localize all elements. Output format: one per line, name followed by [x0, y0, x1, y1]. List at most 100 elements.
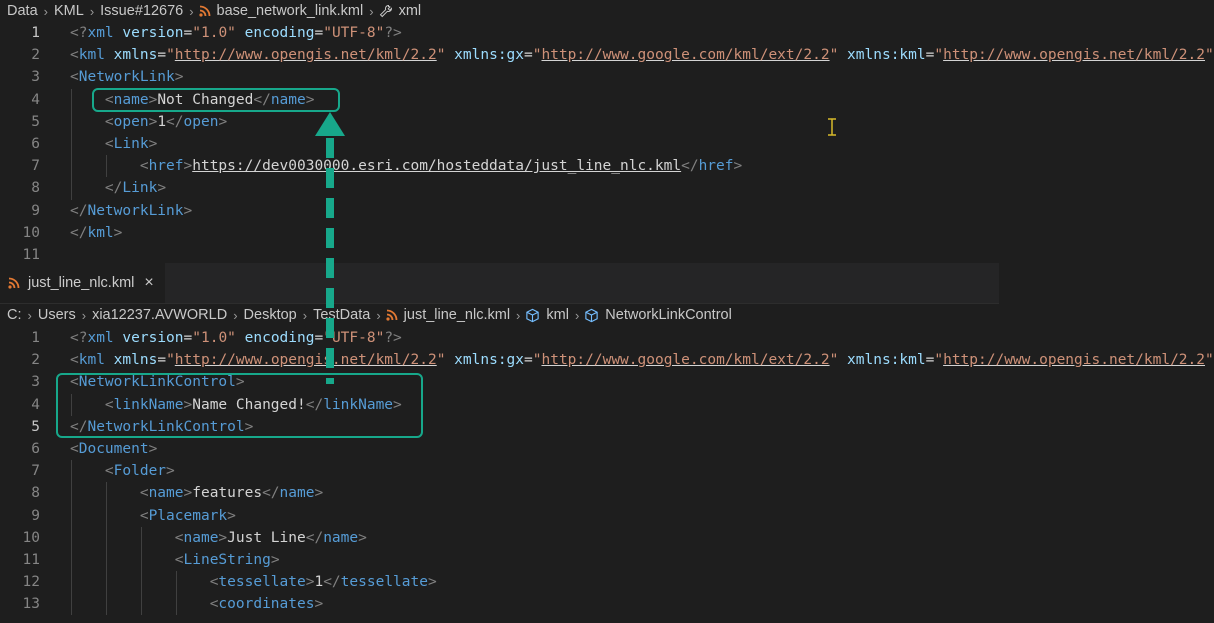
indent-guide [141, 526, 142, 549]
breadcrumb-item[interactable]: KML [53, 3, 84, 19]
top-editor[interactable]: 1<?xml version="1.0" encoding="UTF-8"?>2… [0, 22, 1214, 266]
code-token: xmlns:kml [847, 47, 926, 64]
line-number: 9 [31, 202, 40, 219]
code-token: Link [113, 135, 149, 152]
breadcrumb-item[interactable]: xia12237.AVWORLD [92, 307, 228, 323]
code-token [70, 596, 210, 612]
code-token: " [436, 47, 446, 64]
indent-guide [71, 132, 72, 156]
breadcrumb-item[interactable]: Data [7, 3, 38, 19]
code-line[interactable]: 10 <name>Just Line</name> [0, 526, 999, 549]
code-token: = [314, 330, 324, 346]
code-text: </Link> [70, 177, 166, 199]
code-line[interactable]: 11 [0, 244, 999, 266]
code-line[interactable]: 1<?xml version="1.0" encoding="UTF-8"?> [0, 327, 999, 349]
code-line[interactable]: 2<kml xmlns="http://www.opengis.net/kml/… [0, 44, 1213, 66]
code-token [105, 352, 114, 368]
indent-guide [176, 593, 177, 616]
code-token: xmlns:gx [454, 47, 525, 64]
tab-just-line-nlc[interactable]: just_line_nlc.kml × [0, 263, 165, 303]
rss-icon [386, 309, 398, 321]
code-line[interactable]: 10</kml> [0, 222, 999, 244]
indent-guide [71, 88, 72, 111]
code-token: ?> [384, 25, 402, 41]
code-token: > [148, 440, 158, 457]
indent-guide [176, 571, 177, 594]
code-token: = [183, 25, 193, 41]
code-line[interactable]: 7 <href>https://dev0030000.esri.com/host… [0, 155, 999, 178]
code-text: <name>Not Changed</name> [70, 89, 315, 111]
code-token: name [113, 91, 149, 108]
top-breadcrumb: Data›KML›Issue#12676›base_network_link.k… [0, 0, 999, 22]
code-line[interactable]: 6 <Link> [0, 132, 999, 156]
code-text: <?xml version="1.0" encoding="UTF-8"?> [70, 22, 402, 44]
code-token: < [174, 529, 184, 546]
code-line[interactable]: 5 <open>1</open> [0, 110, 999, 133]
code-token: </ [166, 113, 184, 130]
code-token: " [829, 352, 839, 369]
code-token: encoding [244, 330, 315, 346]
cube-icon [525, 308, 540, 323]
code-token: > [358, 529, 367, 546]
line-number: 4 [31, 91, 40, 108]
indent-guide [106, 504, 107, 527]
code-line[interactable]: 9 <Placemark> [0, 504, 999, 527]
breadcrumb-item[interactable]: base_network_link.kml [216, 3, 364, 19]
code-line[interactable]: 5</NetworkLinkControl> [0, 416, 999, 438]
code-token: "UTF-8" [323, 25, 385, 41]
code-line[interactable]: 9</NetworkLink> [0, 200, 999, 222]
indent-guide [71, 460, 72, 483]
line-number: 5 [31, 113, 40, 130]
code-token: > [183, 396, 193, 413]
chevron-right-icon: › [369, 3, 374, 19]
code-token [70, 180, 105, 196]
code-line[interactable]: 8 </Link> [0, 177, 999, 200]
code-token: " [934, 47, 944, 64]
code-text: <Folder> [70, 460, 175, 482]
breadcrumb-item[interactable]: kml [546, 307, 569, 323]
code-line[interactable]: 12 <tessellate>1</tessellate> [0, 571, 999, 594]
arrow-up-icon [315, 112, 345, 384]
code-token: = [925, 352, 935, 369]
bottom-editor[interactable]: 1<?xml version="1.0" encoding="UTF-8"?>2… [0, 327, 1214, 623]
code-line[interactable]: 3<NetworkLink> [0, 66, 999, 88]
code-token: version [122, 330, 184, 346]
code-token: > [148, 91, 158, 108]
code-line[interactable]: 7 <Folder> [0, 460, 999, 483]
chevron-right-icon: › [27, 307, 32, 323]
code-token: xmlns [113, 47, 158, 64]
code-line[interactable]: 6<Document> [0, 438, 999, 460]
code-line[interactable]: 4 <linkName>Name Changed!</linkName> [0, 393, 999, 416]
breadcrumb-item[interactable]: Users [37, 307, 76, 323]
code-line[interactable]: 13 <coordinates> [0, 593, 999, 616]
code-token: href [148, 158, 184, 175]
breadcrumb-item[interactable]: Desktop [243, 307, 297, 323]
code-token: Name Changed! [192, 396, 306, 413]
code-token [236, 330, 245, 346]
code-token: LineString [183, 551, 271, 568]
code-token: NetworkLink [87, 202, 184, 219]
close-icon[interactable]: × [144, 274, 154, 291]
breadcrumb-item[interactable]: xml [398, 3, 422, 19]
code-token: http://www.google.com/kml/ext/2.2 [541, 352, 830, 369]
code-token: < [70, 374, 79, 391]
code-token [838, 47, 847, 63]
breadcrumb-item[interactable]: just_line_nlc.kml [403, 307, 511, 323]
code-token: < [209, 574, 219, 591]
breadcrumb-item[interactable]: NetworkLinkControl [605, 307, 732, 323]
code-text: <name>features</name> [70, 482, 323, 504]
code-line[interactable]: 3<NetworkLinkControl> [0, 371, 999, 393]
cube-icon [584, 308, 599, 323]
line-number: 11 [22, 551, 40, 568]
code-token: xmlns:gx [454, 352, 525, 369]
code-line[interactable]: 2<kml xmlns="http://www.opengis.net/kml/… [0, 349, 1213, 371]
code-token [70, 463, 105, 479]
code-line[interactable]: 11 <LineString> [0, 548, 999, 572]
breadcrumb-item[interactable]: C: [7, 307, 22, 323]
breadcrumb-item[interactable]: Issue#12676 [100, 3, 184, 19]
code-line[interactable]: 8 <name>features</name> [0, 482, 999, 505]
code-line[interactable]: 4 <name>Not Changed</name> [0, 88, 999, 111]
code-token: NetworkLinkControl [87, 418, 245, 435]
code-line[interactable]: 1<?xml version="1.0" encoding="UTF-8"?> [0, 22, 999, 44]
code-token: </ [253, 91, 271, 108]
